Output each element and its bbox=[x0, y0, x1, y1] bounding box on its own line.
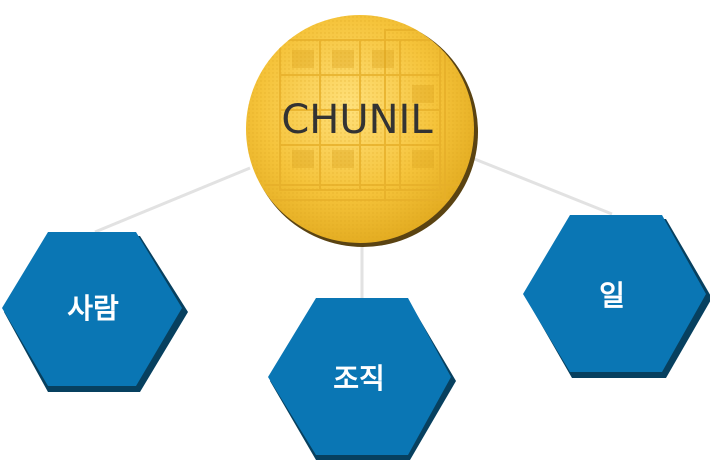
hexagon-node-people: 사람 bbox=[2, 232, 188, 392]
connector-line-left bbox=[94, 166, 251, 234]
node-label-organization: 조직 bbox=[333, 362, 385, 395]
building-photo-overlay bbox=[246, 15, 474, 243]
connector-line-right bbox=[471, 156, 613, 216]
center-hub: CHUNIL bbox=[246, 15, 478, 247]
node-label-people: 사람 bbox=[67, 292, 119, 325]
hexagon-node-work: 일 bbox=[523, 215, 710, 378]
node-label-work: 일 bbox=[599, 279, 625, 312]
hub-label: CHUNIL bbox=[281, 97, 433, 143]
hexagon-node-organization: 조직 bbox=[268, 298, 456, 460]
